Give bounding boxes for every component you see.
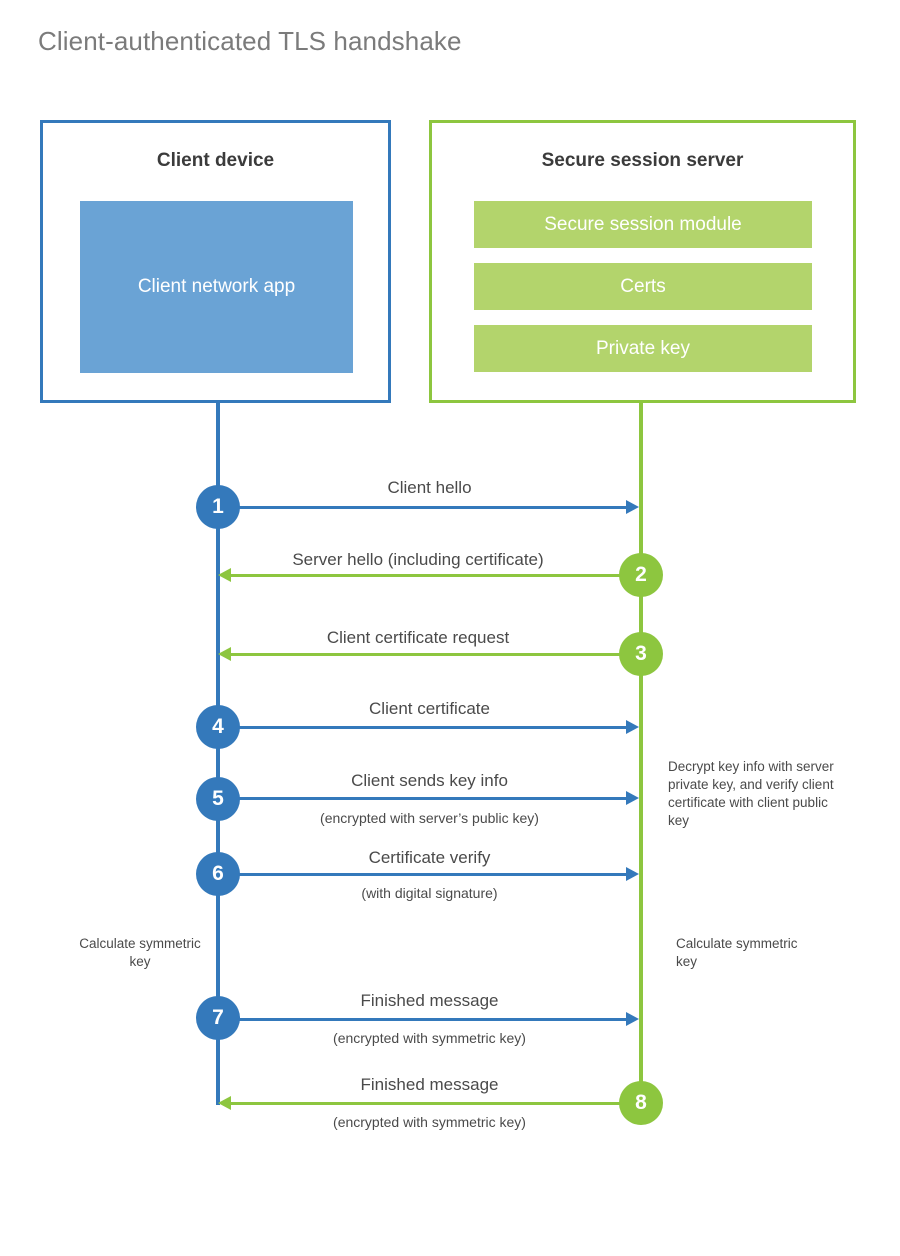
message-7-arrowhead (626, 1012, 639, 1026)
message-2-line (230, 574, 641, 577)
client-device-title: Client device (156, 150, 275, 171)
step-marker-6[interactable]: 6 (196, 852, 240, 896)
message-2-label: Server hello (including certificate) (292, 550, 544, 569)
server-lifeline (639, 403, 643, 1105)
message-5-sublabel: (encrypted with server’s public key) (320, 810, 539, 826)
message-1-label: Client hello (387, 478, 472, 497)
message-4-label: Client certificate (369, 699, 490, 718)
message-5-arrowhead (626, 791, 639, 805)
message-8-line (230, 1102, 641, 1105)
step-marker-2[interactable]: 2 (619, 553, 663, 597)
page-title: Client-authenticated TLS handshake (38, 26, 462, 56)
message-4-arrowhead (626, 720, 639, 734)
step-marker-5[interactable]: 5 (196, 777, 240, 821)
server-component-certs: Certs (474, 263, 812, 310)
message-8-arrowhead (218, 1096, 231, 1110)
message-6-line (218, 873, 627, 876)
client-network-app-block: Client network app (80, 201, 353, 373)
server-component-private-key: Private key (474, 325, 812, 372)
message-8-sublabel: (encrypted with symmetric key) (333, 1114, 526, 1130)
message-3-arrowhead (218, 647, 231, 661)
step-marker-7[interactable]: 7 (196, 996, 240, 1040)
client-device-box: Client device Client network app (40, 120, 391, 403)
message-7-line (218, 1018, 627, 1021)
step-marker-4[interactable]: 4 (196, 705, 240, 749)
secure-session-server-box: Secure session server Secure session mod… (429, 120, 856, 403)
note-calculate-symmetric-key-client: Calculate symmetric key (79, 936, 201, 969)
message-1-arrowhead (626, 500, 639, 514)
step-marker-8[interactable]: 8 (619, 1081, 663, 1125)
note-decrypt-key-info: Decrypt key info with server private key… (668, 759, 834, 828)
message-6-sublabel: (with digital signature) (361, 885, 498, 901)
client-lifeline (216, 403, 220, 1105)
message-3-line (230, 653, 641, 656)
message-6-arrowhead (626, 867, 639, 881)
message-2-arrowhead (218, 568, 231, 582)
server-component-secure-session-module: Secure session module (474, 201, 812, 248)
note-calculate-symmetric-key-server: Calculate symmetric key (676, 936, 798, 969)
message-3-label: Client certificate request (326, 628, 510, 647)
step-marker-3[interactable]: 3 (619, 632, 663, 676)
message-1-line (218, 506, 627, 509)
secure-session-server-title: Secure session server (541, 150, 744, 171)
message-4-line (218, 726, 627, 729)
message-6-label: Certificate verify (368, 848, 491, 867)
message-7-sublabel: (encrypted with symmetric key) (333, 1030, 526, 1046)
message-5-line (218, 797, 627, 800)
message-5-label: Client sends key info (351, 771, 508, 790)
step-marker-1[interactable]: 1 (196, 485, 240, 529)
message-8-label: Finished message (360, 1075, 499, 1094)
message-7-label: Finished message (360, 991, 499, 1010)
